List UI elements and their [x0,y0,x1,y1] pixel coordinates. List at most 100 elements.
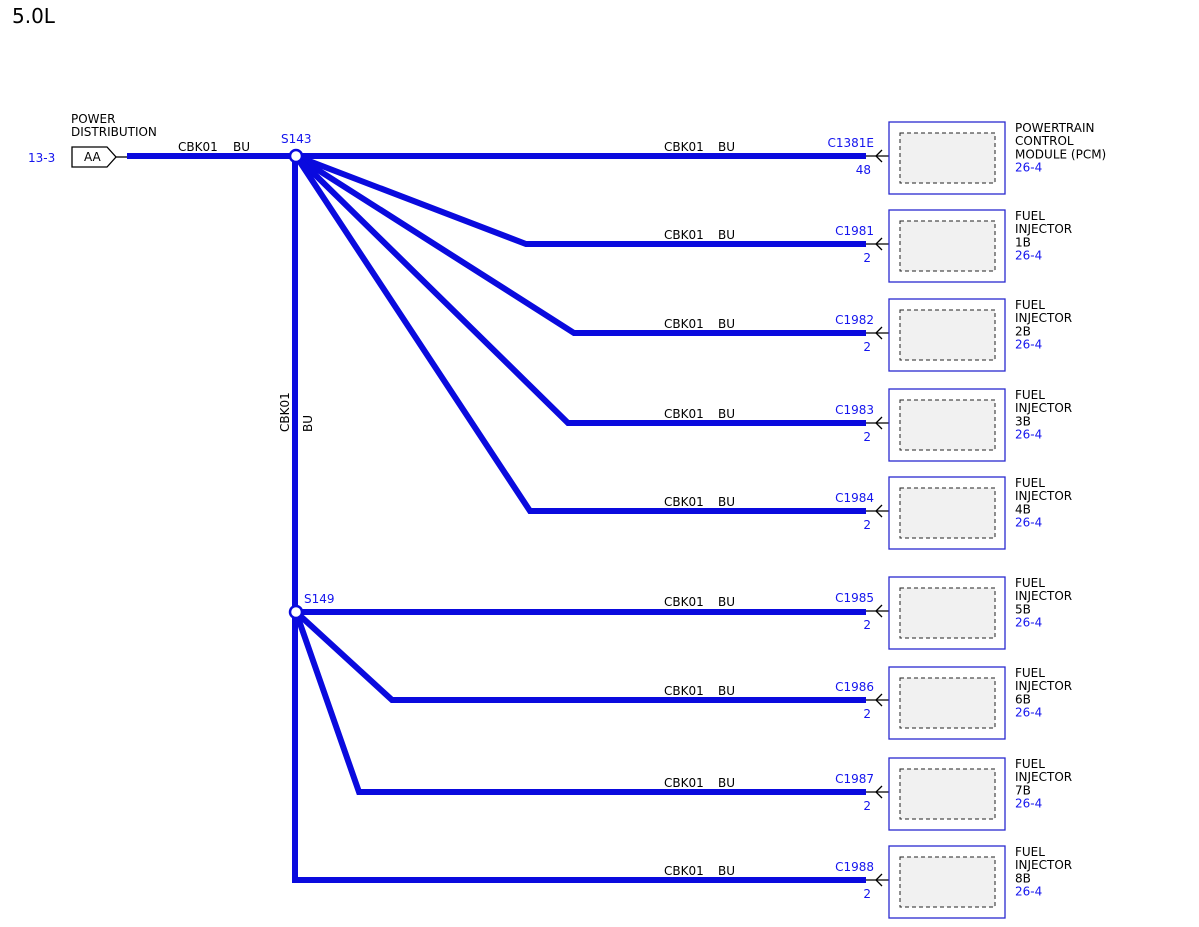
component-name-line: FUEL [1015,576,1045,590]
connector-id-label[interactable]: C1987 [835,772,874,786]
connector-id-label[interactable]: C1985 [835,591,874,605]
component-ref-link[interactable]: 26-4 [1015,428,1042,442]
component-name-line: FUEL [1015,298,1045,312]
component-name-line: INJECTOR [1015,401,1072,415]
branch-wire-color-label: BU [718,407,735,421]
connector-pin-label: 2 [863,340,871,354]
connector-id-label[interactable]: C1983 [835,403,874,417]
connector-pin-label: 2 [863,251,871,265]
component-inner-outline [899,856,996,908]
component-name-line: 3B [1015,414,1031,428]
component-inner-outline [899,399,996,451]
component-name-line: 1B [1015,235,1031,249]
pin-arrow-icon [875,693,883,707]
branch-wire [293,609,866,703]
connector-id-label[interactable]: C1981 [835,224,874,238]
component-name-line: MODULE (PCM) [1015,147,1106,161]
component-name-line: POWERTRAIN [1015,121,1095,135]
branch-wire-circuit-label: CBK01 [664,407,704,421]
component-name-line: CONTROL [1015,134,1074,148]
source-pin-connector [71,146,117,168]
connector-pin-label: 2 [863,799,871,813]
component-ref-link[interactable]: 26-4 [1015,616,1042,630]
pin-arrow-icon [875,504,883,518]
splice-s143[interactable]: S143 [281,132,312,164]
source-ref-link[interactable]: 13-3 [28,151,55,165]
branch-wire [293,611,866,795]
component-name-line: 6B [1015,692,1031,706]
connector-id-label[interactable]: C1381E [828,136,875,150]
component-inner-outline [899,768,996,820]
branch-wire-circuit-label: CBK01 [664,495,704,509]
branch-wire-color-label: BU [718,864,735,878]
component-name-line: FUEL [1015,845,1045,859]
branch-wire-circuit-label: CBK01 [664,595,704,609]
trunk-color-label: BU [301,415,315,432]
branch-wire [293,154,866,514]
branch-wire-circuit-label: CBK01 [664,864,704,878]
component-name-line: FUEL [1015,757,1045,771]
pin-arrow-icon [875,326,883,340]
component-ref-link[interactable]: 26-4 [1015,885,1042,899]
component-name-line: INJECTOR [1015,489,1072,503]
source-pin-label: AA [84,150,102,164]
component-ref-link[interactable]: 26-4 [1015,161,1042,175]
pin-arrow-icon [875,604,883,618]
component-inner-outline [899,220,996,272]
component-ref-link[interactable]: 26-4 [1015,706,1042,720]
component-name-line: INJECTOR [1015,311,1072,325]
source-wire-color-label: BU [233,140,250,154]
page-title: 5.0L [12,4,56,28]
branch-wire-color-label: BU [718,317,735,331]
component-ref-link[interactable]: 26-4 [1015,797,1042,811]
component-name-line: 4B [1015,502,1031,516]
component-ref-link[interactable]: 26-4 [1015,338,1042,352]
component-ref-link[interactable]: 26-4 [1015,249,1042,263]
branch-wire-circuit-label: CBK01 [664,776,704,790]
component-name-line: INJECTOR [1015,679,1072,693]
connector-pin-label: 2 [863,430,871,444]
branch-wire-circuit-label: CBK01 [664,228,704,242]
connector-id-label[interactable]: C1982 [835,313,874,327]
splice-label: S143 [281,132,312,146]
connector-id-label[interactable]: C1988 [835,860,874,874]
connector-pin-label: 2 [863,518,871,532]
branch-wire-color-label: BU [718,684,735,698]
connector-pin-label: 2 [863,707,871,721]
component-ref-link[interactable]: 26-4 [1015,516,1042,530]
branch-wire-circuit-label: CBK01 [664,684,704,698]
branch-wire [293,153,866,426]
component-name-line: FUEL [1015,209,1045,223]
component-name-line: INJECTOR [1015,858,1072,872]
component-inner-outline [899,309,996,361]
connector-id-label[interactable]: C1986 [835,680,874,694]
component-name-line: FUEL [1015,666,1045,680]
connector-pin-label: 2 [863,887,871,901]
connector-id-label[interactable]: C1984 [835,491,874,505]
branch-wire-circuit-label: CBK01 [664,140,704,154]
splice-label: S149 [304,592,335,606]
trunk-circuit-label: CBK01 [278,392,292,432]
connector-pin-label: 48 [856,163,871,177]
component-name-line: 5B [1015,602,1031,616]
pin-arrow-icon [875,873,883,887]
component-inner-outline [899,587,996,639]
branch-wire [292,612,866,883]
splice-s149[interactable]: S149 [288,592,335,620]
component-name-line: INJECTOR [1015,589,1072,603]
pin-arrow-icon [875,237,883,251]
component-inner-outline [899,132,996,184]
branch-wire [294,153,866,247]
component-inner-outline [899,487,996,539]
component-name-line: INJECTOR [1015,770,1072,784]
pin-arrow-icon [875,785,883,799]
branch-wire-color-label: BU [718,776,735,790]
source-name-line: POWER [71,112,115,126]
branch-wire-circuit-label: CBK01 [664,317,704,331]
